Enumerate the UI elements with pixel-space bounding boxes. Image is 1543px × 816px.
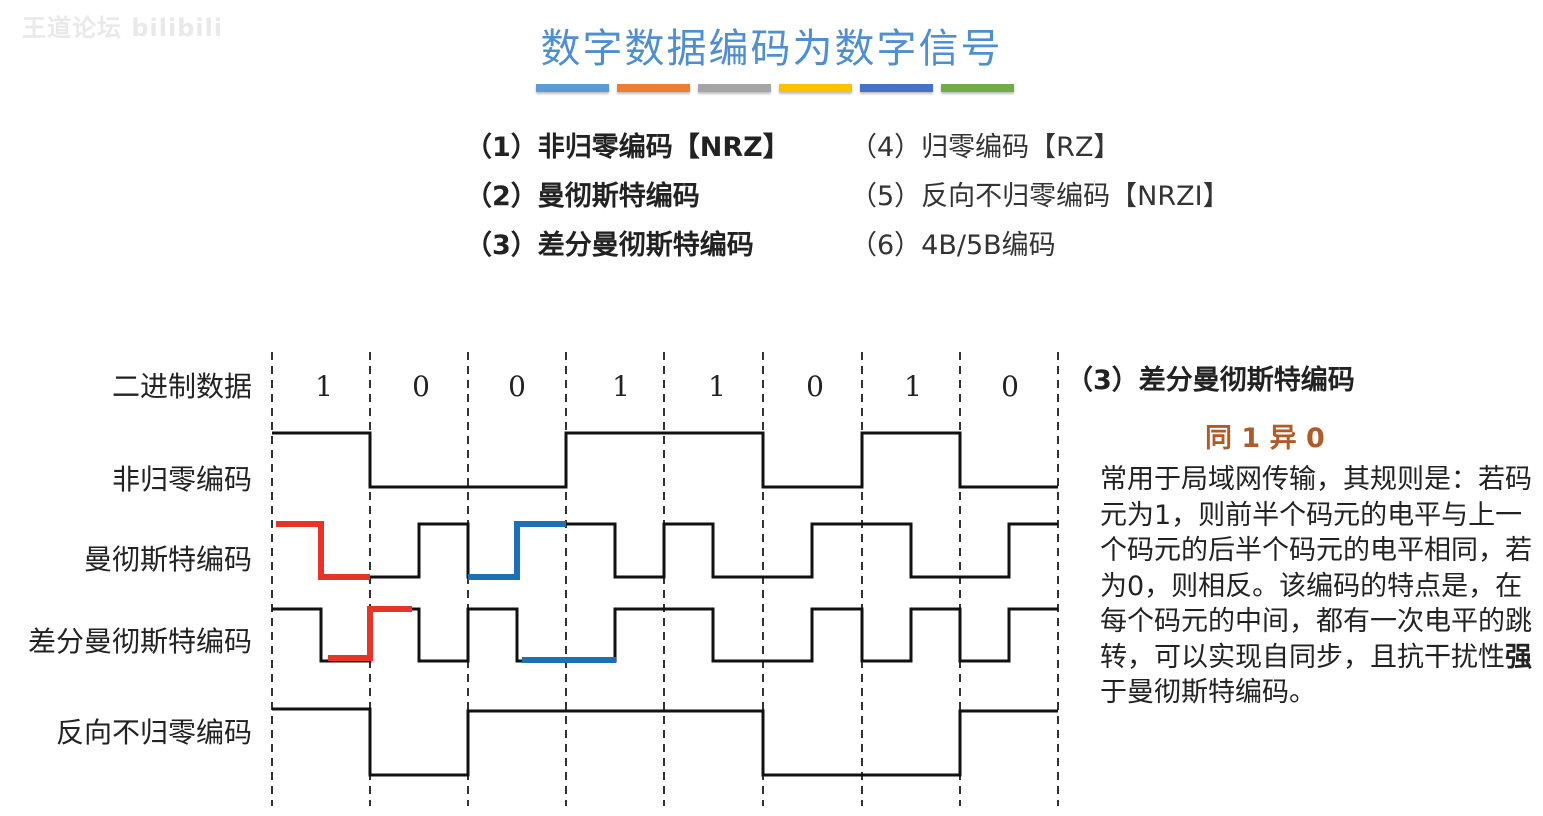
color-bar-1 [536,84,609,92]
bit-label: 0 [1001,370,1019,403]
color-bar-3 [698,84,771,92]
method-item-manchester: （2）曼彻斯特编码 [465,181,700,212]
bit-labels: 1 0 0 1 1 0 1 0 [315,370,1019,403]
description-text: 常用于局域网传输，其规则是：若码元为1，则前半个码元的电平与上一个码元的后半个码… [1100,462,1536,711]
method-item-differential-manchester: （3）差分曼彻斯特编码 [465,230,754,261]
rule-tag: 同 1 异 0 [1205,423,1325,454]
nrz-waveform [272,431,1058,489]
row-label-nrzi: 反向不归零编码 [56,716,252,749]
method-item-nrz: （1）非归零编码【NRZ】 [465,132,790,163]
slide-title: 数字数据编码为数字信号 [540,26,1003,72]
bit-label: 1 [612,370,630,403]
bit-label: 1 [708,370,726,403]
color-bar-2 [617,84,690,92]
row-label-differential-manchester: 差分曼彻斯特编码 [28,625,252,658]
row-label-manchester: 曼彻斯特编码 [84,543,252,576]
bit-label: 1 [904,370,922,403]
description-text-emphasis: 强 [1505,641,1532,673]
method-item-4b5b: （6）4B/5B编码 [850,230,1056,261]
description-text-part: 常用于局域网传输，其规则是：若码元为1，则前半个码元的电平与上一个码元的后半个码… [1100,464,1532,673]
color-bar-6 [941,84,1014,92]
manchester-highlight-blue [468,521,566,580]
bit-label: 0 [412,370,430,403]
side-heading: （3）差分曼彻斯特编码 [1066,365,1355,396]
description-text-part: 于曼彻斯特编码。 [1100,677,1316,708]
boundary-lines [271,352,1059,806]
nrzi-waveform [272,707,1058,777]
bit-label: 1 [315,370,333,403]
method-column-left: （1）非归零编码【NRZ】 （2）曼彻斯特编码 （3）差分曼彻斯特编码 [465,128,895,275]
differential-manchester-highlight-red [328,606,412,661]
bit-label: 0 [806,370,824,403]
manchester-highlight-red [276,521,370,580]
color-bar-4 [779,84,852,92]
color-bar-5 [860,84,933,92]
bit-label: 0 [508,370,526,403]
watermark-logo: 王道论坛 bilibili [22,14,224,42]
method-item-rz: （4）归零编码【RZ】 [850,132,1121,163]
row-label-nrz: 非归零编码 [112,463,252,496]
manchester-waveform [370,522,1058,579]
row-label-binary: 二进制数据 [112,370,252,403]
method-item-nrzi: （5）反向不归零编码【NRZI】 [850,181,1230,212]
method-column-right: （4）归零编码【RZ】 （5）反向不归零编码【NRZI】 （6）4B/5B编码 [850,128,1280,275]
